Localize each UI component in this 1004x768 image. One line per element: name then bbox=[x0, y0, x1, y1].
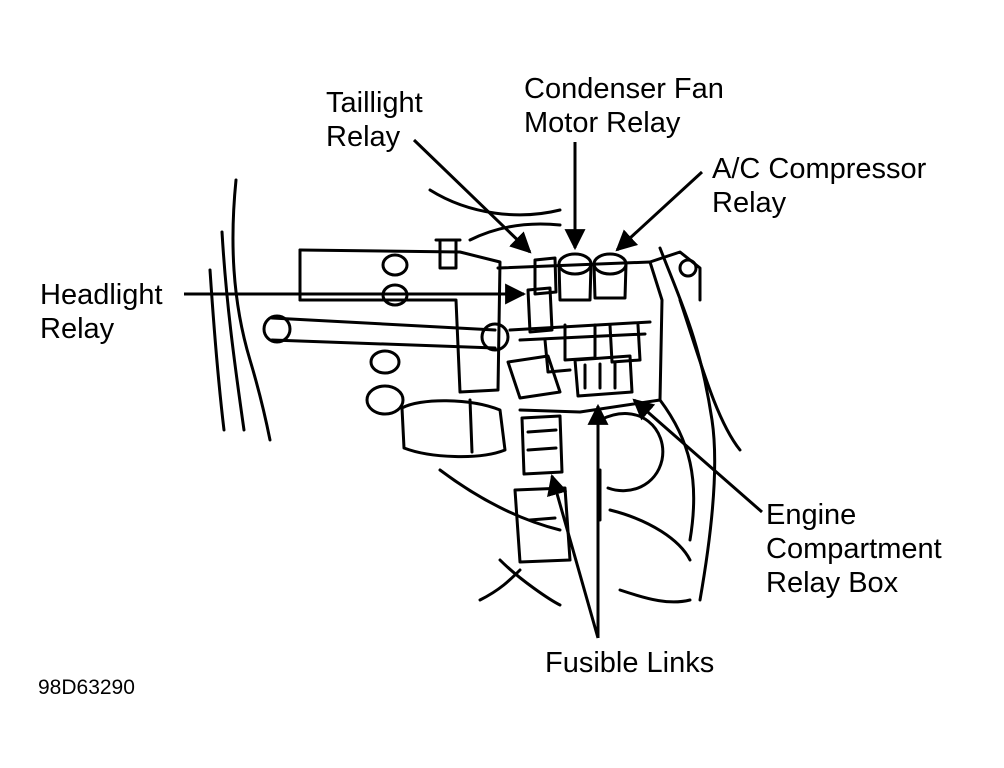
ac-compressor-label-line1: A/C Compressor bbox=[712, 153, 927, 185]
relay-box-label-line1: Engine bbox=[766, 499, 857, 531]
taillight-relay-label-line1: Taillight bbox=[326, 87, 423, 119]
headlight-relay-label-line2: Relay bbox=[40, 313, 115, 345]
condenser-fan-label-line1: Condenser Fan bbox=[524, 73, 724, 105]
background-structure bbox=[208, 178, 742, 607]
ac-compressor-relay-arrow bbox=[615, 170, 704, 252]
ac-compressor-relay-label: A/C Compressor Relay bbox=[712, 152, 926, 220]
relay-box-label-line3: Relay Box bbox=[766, 567, 899, 599]
relay-box-arrow bbox=[632, 398, 763, 514]
taillight-relay-label: Taillight Relay bbox=[326, 86, 423, 154]
taillight-relay-arrow bbox=[412, 138, 532, 254]
taillight-relay-label-line2: Relay bbox=[326, 121, 401, 153]
engine-compartment-relay-box-label: Engine Compartment Relay Box bbox=[766, 498, 942, 600]
headlight-relay-label-line1: Headlight bbox=[40, 279, 163, 311]
figure-code: 98D63290 bbox=[38, 676, 135, 699]
fusible-links-label: Fusible Links bbox=[545, 647, 715, 679]
leader-arrows bbox=[184, 138, 763, 639]
relay-box-label-line2: Compartment bbox=[766, 533, 942, 565]
headlight-relay-label: Headlight Relay bbox=[40, 278, 163, 346]
ac-compressor-label-line2: Relay bbox=[712, 187, 787, 219]
condenser-fan-motor-relay-label: Condenser Fan Motor Relay bbox=[524, 72, 724, 140]
condenser-fan-label-line2: Motor Relay bbox=[524, 107, 681, 139]
fusible-links-arrow-left bbox=[547, 473, 600, 639]
